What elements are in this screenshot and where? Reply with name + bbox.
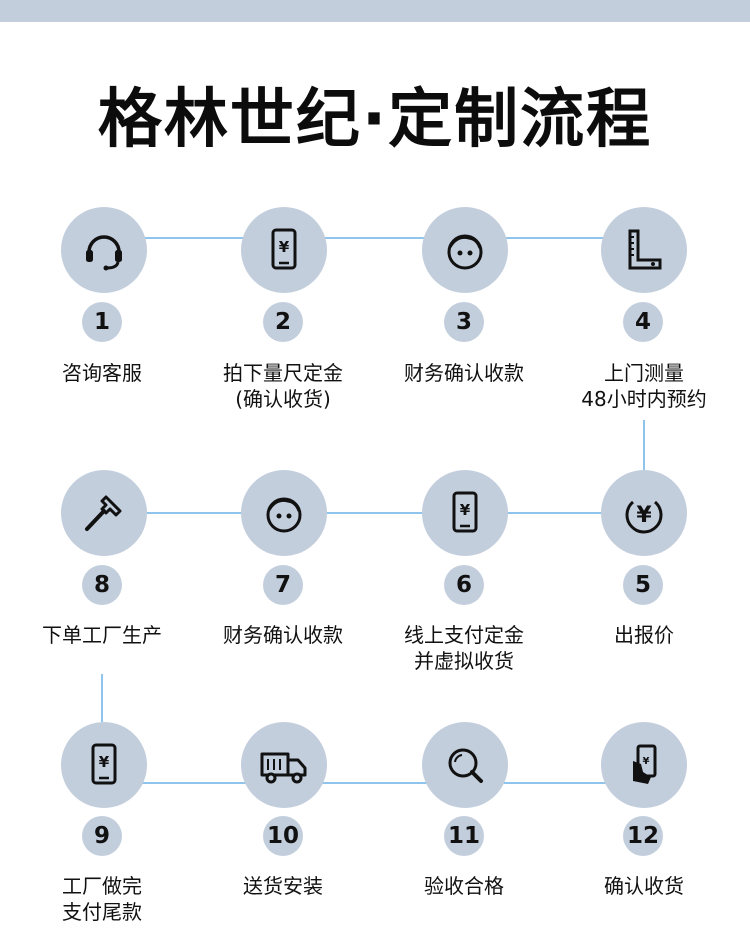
step-6-icon-circle: ¥ <box>422 470 508 556</box>
yen-coin-icon: ¥ <box>625 500 663 534</box>
step-3-number: 3 <box>444 302 484 342</box>
step-11-number: 11 <box>444 816 484 856</box>
step-6-number: 6 <box>444 565 484 605</box>
ruler-icon <box>628 229 662 270</box>
step-12-label: 确认收货 <box>604 874 684 898</box>
step-9-label: 工厂做完支付尾款 <box>62 874 142 924</box>
phone-yen-icon: ¥ <box>452 491 478 533</box>
svg-text:¥: ¥ <box>99 753 110 771</box>
step-6-label: 线上支付定金并虚拟收货 <box>404 623 524 673</box>
step-4-icon-circle <box>601 207 687 293</box>
face-icon <box>447 234 483 270</box>
step-9-icon-circle: ¥ <box>61 722 147 808</box>
step-8-label: 下单工厂生产 <box>42 623 162 647</box>
step-8-number: 8 <box>82 565 122 605</box>
step-2-label: 拍下量尺定金(确认收货) <box>223 361 343 411</box>
headset-icon <box>86 235 122 271</box>
face-icon <box>266 497 302 533</box>
connector-row2 <box>104 512 644 514</box>
phone-yen-icon: ¥ <box>91 743 117 785</box>
step-5-label: 出报价 <box>614 623 674 647</box>
step-1-label: 咨询客服 <box>62 361 142 385</box>
phone-yen-icon: ¥ <box>271 228 297 270</box>
step-2-icon-circle: ¥ <box>241 207 327 293</box>
step-5-icon-circle: ¥ <box>601 470 687 556</box>
page-title: 格林世纪·定制流程 <box>97 83 653 157</box>
step-9-number: 9 <box>82 816 122 856</box>
svg-text:¥: ¥ <box>643 756 650 767</box>
hammer-icon <box>85 495 122 531</box>
step-1-number: 1 <box>82 302 122 342</box>
step-2-number: 2 <box>263 302 303 342</box>
step-5-number: 5 <box>623 565 663 605</box>
step-10-number: 10 <box>263 816 303 856</box>
step-7-number: 7 <box>263 565 303 605</box>
connector-4-5 <box>643 420 645 470</box>
step-12-number: 12 <box>623 816 663 856</box>
svg-text:¥: ¥ <box>279 238 290 256</box>
step-1-icon-circle <box>61 207 147 293</box>
step-12-icon-circle: ¥ <box>601 722 687 808</box>
svg-text:¥: ¥ <box>460 501 471 519</box>
step-10-label: 送货安装 <box>243 874 323 898</box>
hand-phone-icon: ¥ <box>633 744 657 784</box>
step-10-icon-circle <box>241 722 327 808</box>
step-7-icon-circle <box>241 470 327 556</box>
connector-8-9 <box>101 674 103 722</box>
header-bar <box>0 0 750 22</box>
step-4-number: 4 <box>623 302 663 342</box>
step-7-label: 财务确认收款 <box>223 623 343 647</box>
svg-text:¥: ¥ <box>636 503 652 528</box>
step-11-icon-circle <box>422 722 508 808</box>
magnifier-icon <box>448 748 483 783</box>
connector-row1 <box>104 237 644 239</box>
step-11-label: 验收合格 <box>424 874 504 898</box>
step-3-icon-circle <box>422 207 508 293</box>
truck-icon <box>260 752 307 784</box>
connector-row3 <box>104 782 644 784</box>
step-8-icon-circle <box>61 470 147 556</box>
step-3-label: 财务确认收款 <box>404 361 524 385</box>
